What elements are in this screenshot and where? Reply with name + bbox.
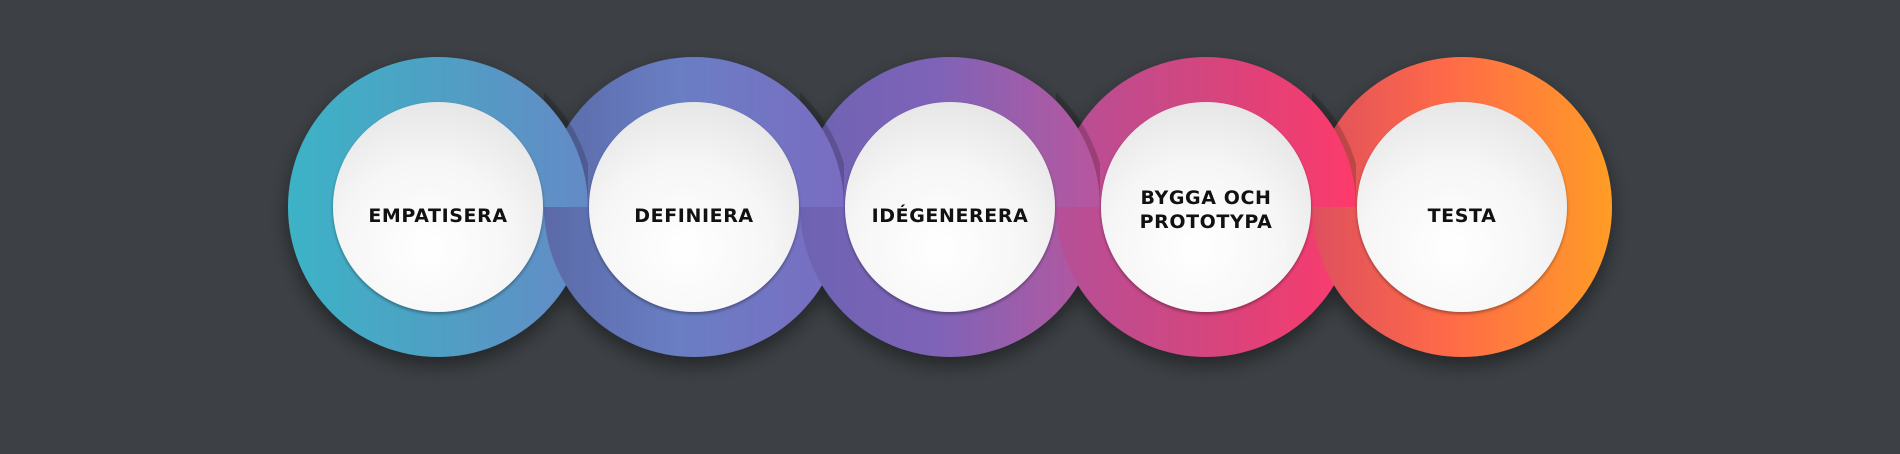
step-label-idegenerera: IDÉGENERERA [871, 205, 1029, 227]
step-label-definiera: DEFINIERA [634, 205, 754, 227]
inner-disc-3 [845, 102, 1055, 312]
step-label-empatisera: EMPATISERA [368, 205, 508, 227]
inner-disc-5 [1357, 102, 1567, 312]
inner-disc-1 [333, 102, 543, 312]
interlock-top-2 [800, 100, 844, 207]
step-label-bygga-och-prototypa: BYGGA OCH PROTOTYPA [1139, 187, 1273, 233]
inner-disc-2 [589, 102, 799, 312]
step-label-testa: TESTA [1427, 205, 1497, 227]
interlock-top-4 [1312, 100, 1356, 207]
interlock-top-1 [544, 100, 588, 207]
inner-disc-4 [1101, 102, 1311, 312]
interlock-top-3 [1056, 100, 1100, 207]
